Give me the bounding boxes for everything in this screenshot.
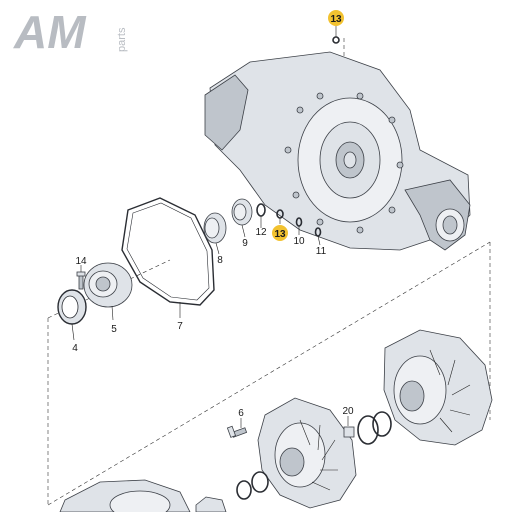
callout-11: 11	[316, 246, 327, 257]
plug-20	[343, 426, 355, 438]
o-ring-13-top	[332, 36, 340, 44]
gasket	[121, 197, 215, 306]
callout-7: 7	[177, 321, 183, 332]
callout-20: 20	[342, 406, 354, 417]
brand-logo: AM parts	[13, 6, 128, 58]
leader-lines	[71, 25, 349, 428]
callout-5: 5	[111, 324, 117, 335]
callout-9: 9	[242, 238, 248, 249]
cover-assembly-middle	[257, 397, 357, 509]
callout-8: 8	[217, 255, 223, 266]
screw-6	[226, 425, 248, 438]
callout-12: 12	[255, 227, 267, 238]
callout-10: 10	[293, 236, 305, 247]
callout-labels: 13 13 12 10 11 9 8 14 5 4 7 6 20	[72, 14, 354, 419]
callout-13-top: 13	[330, 14, 342, 25]
callout-13-mid: 13	[274, 229, 286, 240]
gearbox-housing	[204, 51, 471, 251]
highlight-badge-13-top	[328, 10, 344, 26]
callout-highlights	[272, 10, 344, 241]
highlight-badge-13-mid	[272, 225, 288, 241]
cover-assembly-bottom-left	[59, 479, 227, 512]
logo-main-text: AM	[13, 6, 87, 58]
logo-sub-text: parts	[116, 27, 128, 52]
bearing-9	[231, 198, 253, 226]
bearing-8	[203, 212, 227, 244]
seal-4	[57, 289, 87, 325]
snap-ring-12	[256, 203, 266, 217]
cover-assembly-right	[383, 329, 493, 446]
callout-6: 6	[238, 408, 244, 419]
callout-4: 4	[72, 343, 78, 354]
callout-14: 14	[75, 256, 87, 267]
rings-lower-middle	[236, 411, 392, 500]
flange-5	[83, 262, 133, 308]
housing-bolts	[284, 92, 404, 234]
